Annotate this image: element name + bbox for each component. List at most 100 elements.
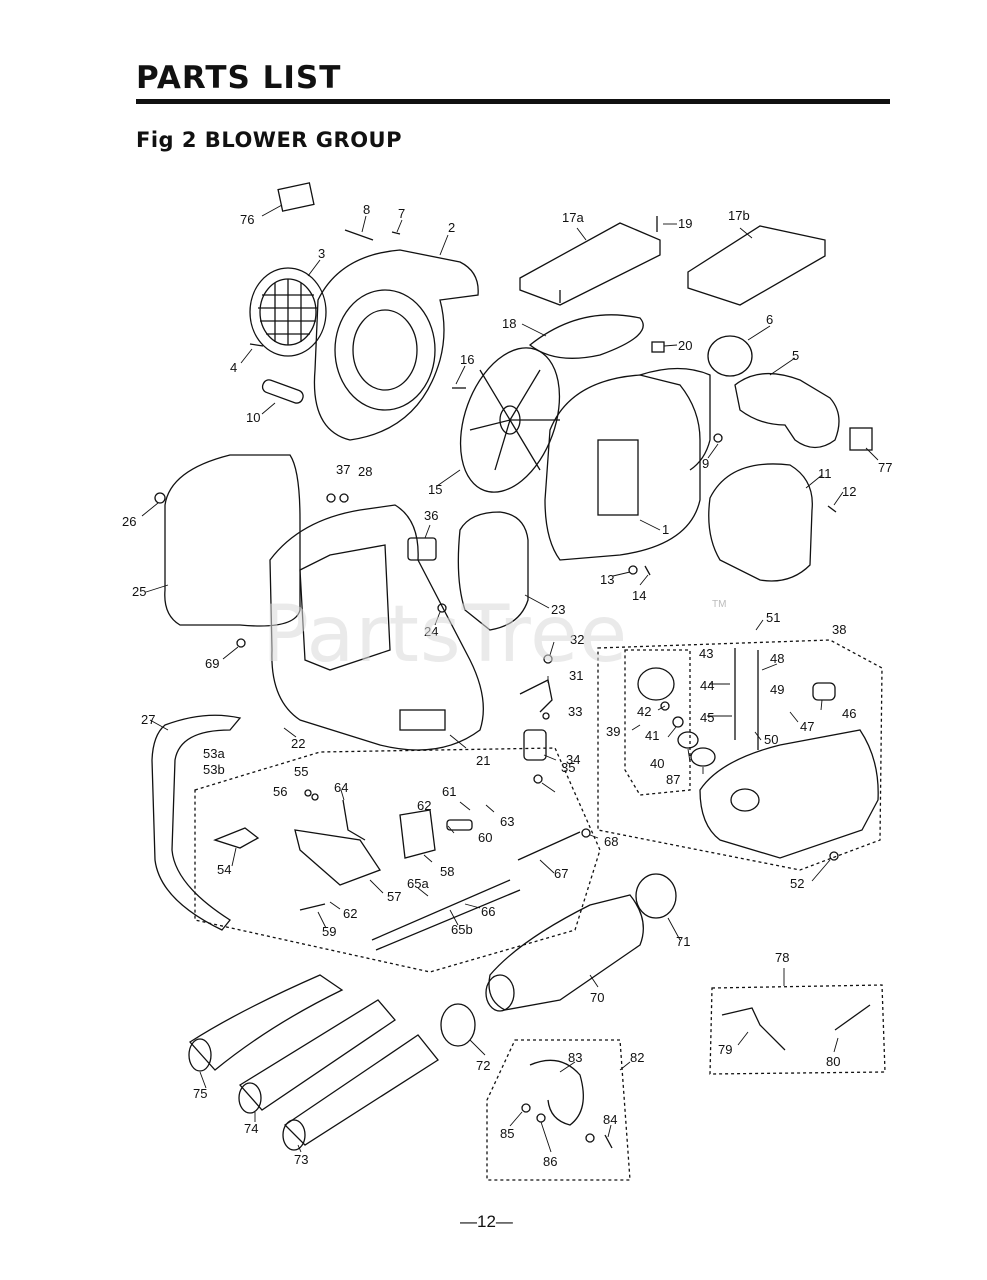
- part-label-57: 57: [387, 889, 401, 904]
- part-label-67: 67: [554, 866, 568, 881]
- part-label-14: 14: [632, 588, 646, 603]
- part-label-43: 43: [699, 646, 713, 661]
- page-title: PARTS LIST: [136, 60, 342, 96]
- part-label-1: 1: [662, 522, 669, 537]
- part-label-37: 37: [336, 462, 350, 477]
- part-label-76: 76: [240, 212, 254, 227]
- part-label-47: 47: [800, 719, 814, 734]
- part-label-24: 24: [424, 624, 438, 639]
- part-label-16: 16: [460, 352, 474, 367]
- watermark-tm: TM: [712, 599, 727, 610]
- part-label-65b: 65b: [451, 922, 473, 937]
- page-number: —12—: [460, 1212, 513, 1231]
- part-label-78: 78: [775, 950, 789, 965]
- part-label-58: 58: [440, 864, 454, 879]
- part-label-20: 20: [678, 338, 692, 353]
- part-label-31: 31: [569, 668, 583, 683]
- part-label-46: 46: [842, 706, 856, 721]
- part-label-3: 3: [318, 246, 325, 261]
- impeller-15: [459, 347, 561, 493]
- part-label-23: 23: [551, 602, 565, 617]
- part-label-87: 87: [666, 772, 680, 787]
- part-label-45: 45: [700, 710, 714, 725]
- part-label-9: 9: [702, 456, 709, 471]
- part-label-56: 56: [273, 784, 287, 799]
- part-label-26: 26: [122, 514, 136, 529]
- figure-title: Fig 2 BLOWER GROUP: [136, 128, 402, 152]
- part-label-71: 71: [676, 934, 690, 949]
- part-label-82: 82: [630, 1050, 644, 1065]
- part-label-15: 15: [428, 482, 442, 497]
- part-label-17a: 17a: [562, 210, 584, 225]
- part-label-60: 60: [478, 830, 492, 845]
- part-label-53a: 53a: [203, 746, 225, 761]
- title-rule: [136, 99, 890, 104]
- part-label-80: 80: [826, 1054, 840, 1069]
- part-label-62: 62: [343, 906, 357, 921]
- part-label-63: 63: [500, 814, 514, 829]
- part-label-85: 85: [500, 1126, 514, 1141]
- part-label-28: 28: [358, 464, 372, 479]
- part-label-7: 7: [398, 206, 405, 221]
- part-label-53b: 53b: [203, 762, 225, 777]
- part-label-55: 55: [294, 764, 308, 779]
- part-label-74: 74: [244, 1121, 258, 1136]
- part-label-48: 48: [770, 651, 784, 666]
- part-label-72: 72: [476, 1058, 490, 1073]
- part-label-61: 61: [442, 784, 456, 799]
- fan-housing-2: [313, 249, 479, 441]
- part-label-34: 34: [566, 752, 580, 767]
- blower-housing-1: [544, 367, 711, 561]
- part-label-77: 77: [878, 460, 892, 475]
- part-label-51: 51: [766, 610, 780, 625]
- part-label-22: 22: [291, 736, 305, 751]
- part-label-68: 68: [604, 834, 618, 849]
- part-label-12: 12: [842, 484, 856, 499]
- decal-76: [277, 182, 315, 212]
- part-label-69: 69: [205, 656, 219, 671]
- part-label-36: 36: [424, 508, 438, 523]
- part-label-35: 35: [561, 760, 575, 775]
- part-label-18: 18: [502, 316, 516, 331]
- part-label-42: 42: [637, 704, 651, 719]
- part-label-59: 59: [322, 924, 336, 939]
- part-label-33: 33: [568, 704, 582, 719]
- part-label-79: 79: [718, 1042, 732, 1057]
- watermark: PartsTree: [262, 590, 629, 680]
- part-label-17b: 17b: [728, 208, 750, 223]
- part-label-11: 11: [818, 466, 832, 481]
- part-label-10: 10: [246, 410, 260, 425]
- part-label-73: 73: [294, 1152, 308, 1167]
- part-label-8: 8: [363, 202, 370, 217]
- part-label-50: 50: [764, 732, 778, 747]
- part-label-75: 75: [193, 1086, 207, 1101]
- part-label-44: 44: [700, 678, 714, 693]
- part-label-13: 13: [600, 572, 614, 587]
- part-label-84: 84: [603, 1112, 617, 1127]
- part-label-41: 41: [645, 728, 659, 743]
- part-label-27: 27: [141, 712, 155, 727]
- part-label-70: 70: [590, 990, 604, 1005]
- part-label-39: 39: [606, 724, 620, 739]
- part-label-5: 5: [792, 348, 799, 363]
- part-label-65a: 65a: [407, 876, 429, 891]
- part-label-54: 54: [217, 862, 231, 877]
- part-label-64: 64: [334, 780, 348, 795]
- part-label-52: 52: [790, 876, 804, 891]
- part-label-2: 2: [448, 220, 455, 235]
- part-label-19: 19: [678, 216, 692, 231]
- back-frame-21: [269, 504, 484, 751]
- part-label-38: 38: [832, 622, 846, 637]
- part-label-25: 25: [132, 584, 146, 599]
- intake-guard-3: [249, 267, 327, 357]
- part-label-40: 40: [650, 756, 664, 771]
- part-label-32: 32: [570, 632, 584, 647]
- part-label-66: 66: [481, 904, 495, 919]
- part-label-62: 62: [417, 798, 431, 813]
- part-label-83: 83: [568, 1050, 582, 1065]
- part-label-6: 6: [766, 312, 773, 327]
- part-label-21: 21: [476, 753, 490, 768]
- part-label-86: 86: [543, 1154, 557, 1169]
